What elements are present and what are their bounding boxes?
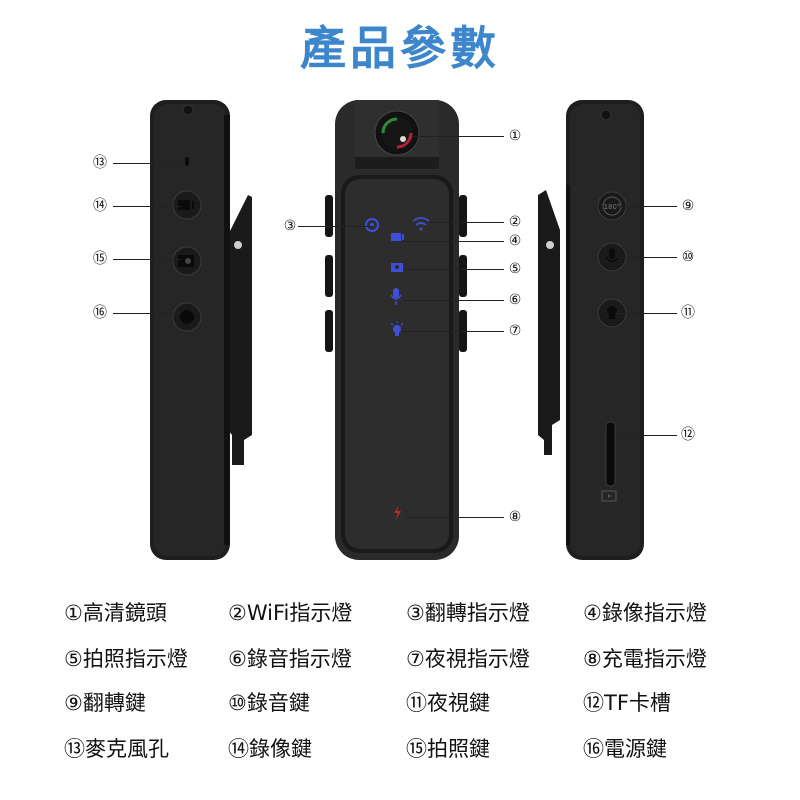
tf-card-icon	[601, 490, 617, 502]
record-audio-button[interactable]	[597, 242, 627, 272]
spec-item: ③翻轉指示燈	[406, 601, 530, 625]
callout-marker-6: ⑥	[508, 292, 522, 308]
spec-item: ⑦夜視指示燈	[406, 647, 530, 671]
callout-marker-14: ⑭	[93, 198, 107, 214]
photo-indicator-icon	[391, 263, 403, 272]
device-front-view	[325, 100, 467, 560]
camera-head	[355, 100, 439, 170]
mic-indicator-icon	[390, 288, 402, 305]
spec-item: ⑫TF卡槽	[583, 691, 671, 715]
callout-line-7	[403, 331, 504, 332]
callout-line-16	[113, 313, 181, 314]
video-camera-icon	[178, 200, 190, 210]
callout-line-12	[615, 435, 677, 436]
spec-item: ⑬麥克風孔	[64, 737, 169, 761]
callout-line-13	[113, 163, 185, 164]
device-right-side-view: 180°	[538, 100, 644, 560]
callout-marker-16: ⑯	[93, 305, 107, 321]
callout-line-15	[113, 259, 181, 260]
callout-marker-4: ④	[508, 233, 522, 249]
screw-icon	[182, 104, 194, 116]
callout-marker-2: ②	[508, 214, 522, 230]
belt-clip	[228, 195, 252, 465]
callout-line-6	[403, 300, 504, 301]
night-vision-indicator-icon	[390, 321, 404, 336]
bulb-icon	[607, 306, 617, 316]
callout-marker-1: ①	[508, 128, 522, 144]
wifi-indicator-icon	[412, 217, 430, 231]
power-button[interactable]	[172, 302, 202, 332]
mic-hole	[185, 157, 189, 166]
callout-marker-13: ⑬	[93, 155, 107, 171]
spec-item: ⑩錄音鍵	[228, 691, 310, 715]
camera-lens-icon	[381, 117, 413, 149]
power-icon	[180, 310, 194, 324]
spec-item: ⑮拍照鍵	[406, 737, 490, 761]
tf-card-slot[interactable]	[605, 421, 616, 487]
spec-item: ⑭錄像鍵	[228, 737, 312, 761]
spec-item: ⑪夜視鍵	[406, 691, 490, 715]
callout-line-10	[615, 257, 677, 258]
callout-marker-9: ⑨	[681, 198, 695, 214]
record-video-button[interactable]	[172, 190, 202, 220]
callout-marker-8: ⑧	[508, 509, 522, 525]
screw-icon	[600, 109, 612, 121]
callout-line-11	[615, 313, 677, 314]
belt-clip	[538, 190, 560, 455]
spec-item: ⑯電源鍵	[583, 737, 667, 761]
callout-marker-10: ⑩	[681, 249, 695, 265]
callout-line-2	[430, 222, 504, 223]
microphone-icon	[609, 248, 615, 259]
callout-line-3	[298, 226, 373, 227]
callout-marker-7: ⑦	[508, 323, 522, 339]
callout-line-1	[412, 136, 504, 137]
callout-line-9	[615, 206, 677, 207]
callout-marker-3: ③	[283, 218, 297, 234]
video-indicator-icon	[391, 233, 404, 241]
rotate-180-icon: 180°	[604, 203, 621, 211]
device-left-side-view	[150, 100, 252, 560]
callout-marker-11: ⑪	[681, 305, 695, 321]
photo-button[interactable]	[172, 246, 202, 276]
spec-item: ④錄像指示燈	[583, 601, 707, 625]
charging-indicator-icon	[394, 505, 401, 521]
spec-item: ②WiFi指示燈	[228, 601, 353, 625]
callout-line-8	[405, 517, 504, 518]
callout-marker-12: ⑫	[681, 427, 695, 443]
spec-item: ⑨翻轉鍵	[64, 691, 146, 715]
callout-marker-15: ⑮	[93, 251, 107, 267]
spec-item: ⑧充電指示燈	[583, 647, 707, 671]
spec-item: ⑤拍照指示燈	[64, 647, 188, 671]
callout-line-14	[113, 206, 181, 207]
night-vision-button[interactable]	[597, 298, 627, 328]
spec-item: ⑥錄音指示燈	[228, 647, 352, 671]
callout-marker-5: ⑤	[508, 261, 522, 277]
callout-line-5	[405, 269, 504, 270]
callout-line-4	[405, 241, 504, 242]
page-title: 產品參數	[300, 21, 500, 75]
spec-item: ①高清鏡頭	[64, 601, 167, 625]
